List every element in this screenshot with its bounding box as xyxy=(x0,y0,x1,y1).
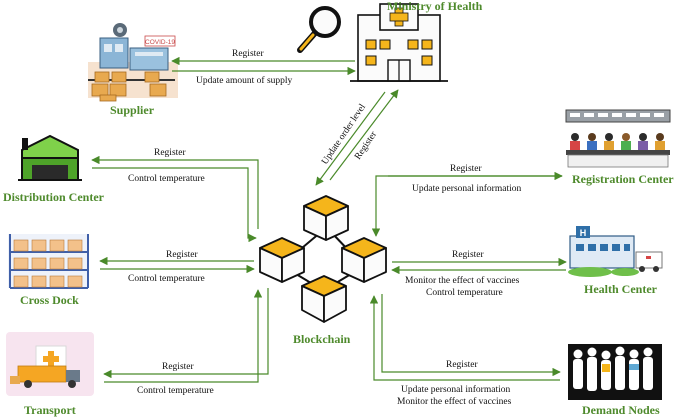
blockchain-cubes-icon xyxy=(259,195,387,323)
edge-label-cross-dock-register: Register xyxy=(166,250,198,260)
node-label-blockchain: Blockchain xyxy=(293,332,351,346)
registration-desk-icon xyxy=(565,109,671,168)
shelves-icon xyxy=(8,234,89,289)
node-label-ministry: Ministry of Health xyxy=(387,0,483,13)
edge-label-health-register: Register xyxy=(452,250,484,260)
node-label-distribution: Distribution Center xyxy=(3,190,105,204)
edge-label-registration-update: Update personal information xyxy=(412,183,521,194)
edge-registration-update-arrow xyxy=(371,175,562,237)
svg-text:H: H xyxy=(580,228,587,238)
warehouse-icon xyxy=(18,134,82,181)
edge-distribution-control-arrow xyxy=(92,167,257,243)
node-label-demand: Demand Nodes xyxy=(582,403,660,417)
edge-label-registration-register: Register xyxy=(450,164,482,174)
edge-label-demand-register: Register xyxy=(446,360,478,370)
node-label-supplier: Supplier xyxy=(110,103,155,117)
truck-icon xyxy=(6,332,94,396)
edge-label-supplier-update: Update amount of supply xyxy=(196,75,293,86)
edge-ministry-update-order-arrow xyxy=(329,89,399,181)
edge-label-transport-register: Register xyxy=(162,362,194,372)
edge-label-ministry-register: Register xyxy=(353,129,379,162)
node-label-registration: Registration Center xyxy=(572,172,674,186)
edge-ministry-register-arrow xyxy=(315,91,386,186)
edge-label-demand-monitor: Monitor the effect of vaccines xyxy=(397,396,512,407)
edge-label-cross-dock-control: Control temperature xyxy=(128,274,205,284)
edge-label-supplier-register: Register xyxy=(232,49,264,59)
edge-transport-control-arrow xyxy=(104,289,263,383)
covid-badge-text: COVID-19 xyxy=(145,39,175,46)
clinic-icon: H xyxy=(568,226,663,277)
node-label-cross-dock: Cross Dock xyxy=(20,293,79,307)
edge-transport-register-arrow xyxy=(103,288,269,379)
node-label-transport: Transport xyxy=(24,403,76,417)
edge-distribution-register-arrow xyxy=(91,155,259,229)
hospital-icon xyxy=(297,3,448,82)
factory-icon: COVID-19 xyxy=(88,23,178,102)
edge-label-demand-update: Update personal information xyxy=(401,384,510,395)
edge-label-transport-control: Control temperature xyxy=(137,386,214,396)
edge-label-distribution-control: Control temperature xyxy=(128,174,205,184)
edge-label-distribution-register: Register xyxy=(154,148,186,158)
edge-label-health-control: Control temperature xyxy=(426,288,503,298)
node-label-health: Health Center xyxy=(584,282,658,296)
edge-demand-register-arrow xyxy=(381,294,561,377)
people-icon xyxy=(568,344,662,400)
covid-badge: COVID-19 xyxy=(144,35,176,47)
edge-label-health-monitor: Monitor the effect of vaccines xyxy=(405,275,520,286)
edge-demand-update-arrow xyxy=(369,295,560,381)
